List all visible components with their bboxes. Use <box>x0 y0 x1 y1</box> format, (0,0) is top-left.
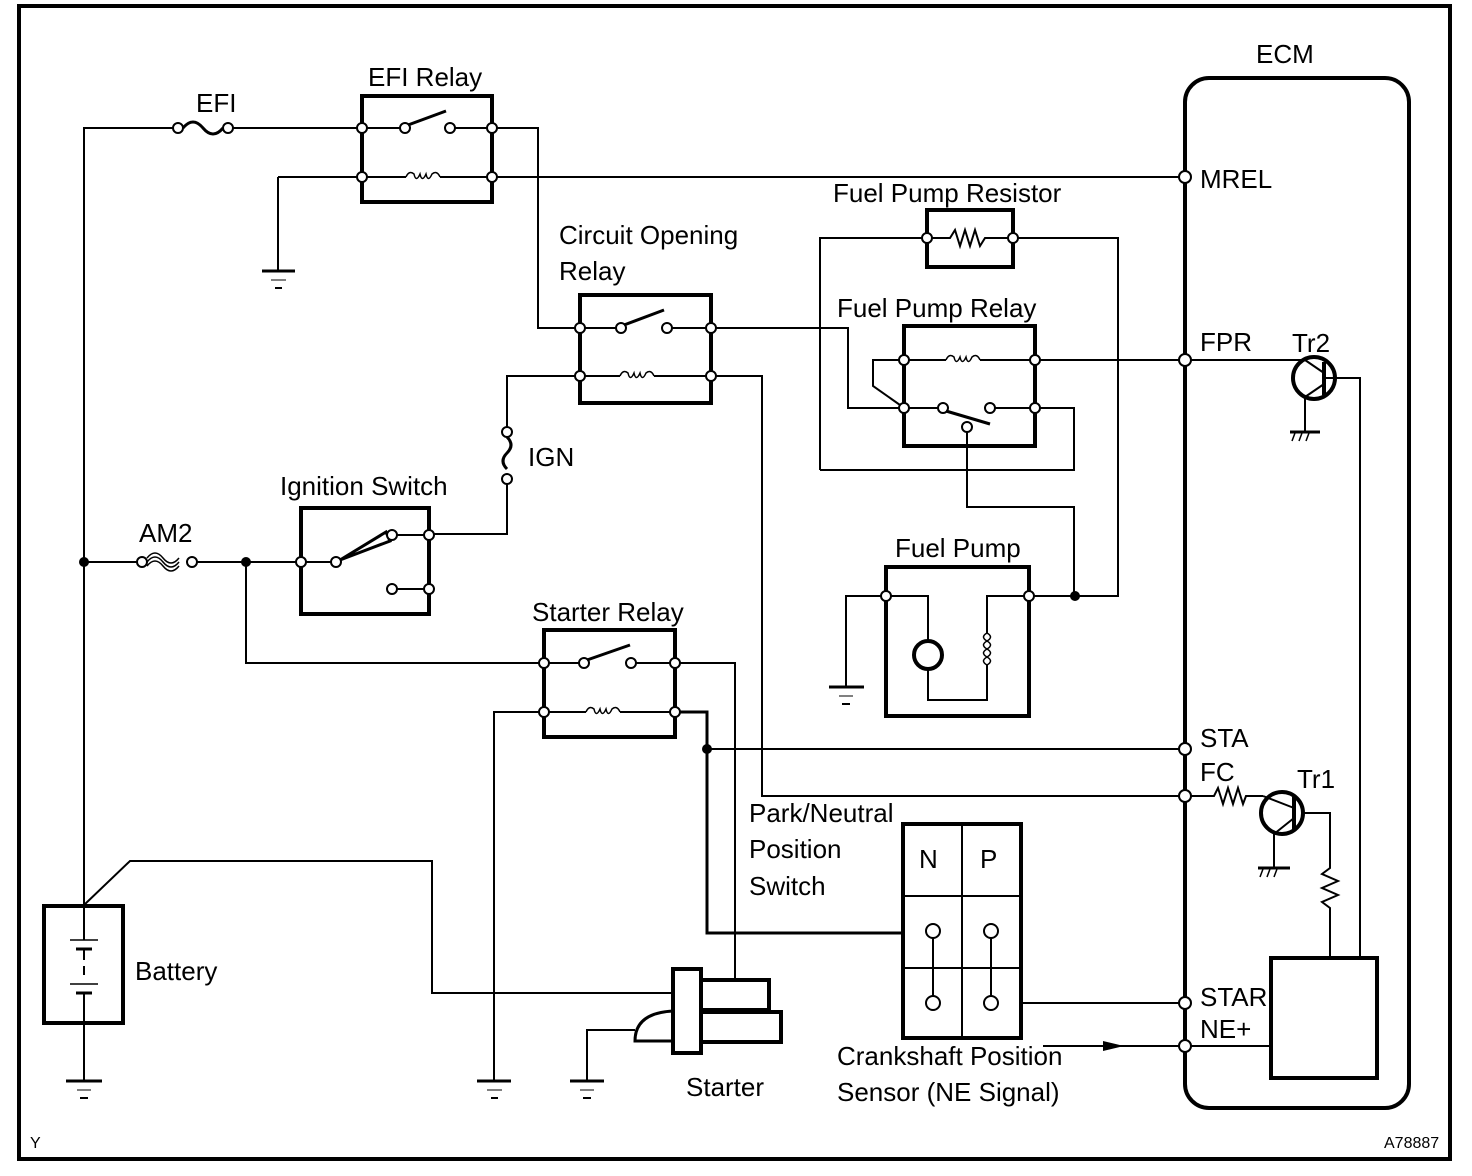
efi-relay-label: EFI Relay <box>368 62 482 92</box>
crank-sensor-label-2: Sensor (NE Signal) <box>837 1077 1060 1107</box>
battery <box>42 860 673 1099</box>
pn-switch-p-label: P <box>980 844 997 874</box>
circuit-opening-relay <box>574 293 717 405</box>
ignition-switch-label: Ignition Switch <box>280 471 448 501</box>
arrow-icon <box>1103 1041 1124 1051</box>
pn-switch-label-1: Park/Neutral <box>749 798 894 828</box>
crank-sensor-label-1: Crankshaft Position <box>837 1041 1062 1071</box>
pn-switch-label-3: Switch <box>749 871 826 901</box>
ground-icon <box>477 711 539 1099</box>
corner-code-right: A78887 <box>1384 1135 1439 1152</box>
wire <box>245 562 539 664</box>
battery-label: Battery <box>135 956 217 986</box>
fuel-pump-relay <box>820 324 1075 596</box>
pn-switch-label-2: Position <box>749 834 842 864</box>
ignition-switch <box>295 506 435 616</box>
am2-fuse <box>136 552 198 572</box>
transistor-tr1-label: Tr1 <box>1297 764 1335 794</box>
crankshaft-sensor-signal <box>1043 1041 1180 1051</box>
ign-fuse-label: IGN <box>528 442 574 472</box>
transistor-tr2-label: Tr2 <box>1292 328 1330 358</box>
ground-icon <box>829 595 881 705</box>
wire <box>506 375 575 430</box>
circuit-opening-relay-label-1: Circuit Opening <box>559 220 738 250</box>
ign-fuse <box>433 426 513 535</box>
circuit-opening-relay-label-2: Relay <box>559 256 625 286</box>
terminal-sta: STA <box>1200 723 1249 753</box>
terminal-ne-plus: NE+ <box>1200 1014 1251 1044</box>
starter <box>570 967 783 1099</box>
fuel-pump-resistor <box>819 208 1119 597</box>
wire <box>680 710 903 935</box>
wire <box>497 127 580 329</box>
efi-relay <box>278 94 498 204</box>
starter-relay <box>538 628 681 739</box>
starter-label: Starter <box>686 1072 764 1102</box>
fuel-pump <box>880 565 1080 718</box>
starter-relay-label: Starter Relay <box>532 597 684 627</box>
am2-fuse-label: AM2 <box>139 518 192 548</box>
corner-code-left: Y <box>30 1135 41 1152</box>
ecm-label: ECM <box>1256 39 1314 69</box>
terminal-mrel: MREL <box>1200 164 1272 194</box>
fuel-pump-relay-label: Fuel Pump Relay <box>837 293 1036 323</box>
fuel-pump-resistor-label: Fuel Pump Resistor <box>833 178 1062 208</box>
terminal-star: STAR <box>1200 982 1267 1012</box>
terminal-fpr: FPR <box>1200 327 1252 357</box>
wire <box>680 662 736 981</box>
ecm <box>1178 76 1411 1110</box>
fuel-pump-label: Fuel Pump <box>895 533 1021 563</box>
wire-fc <box>716 375 1180 797</box>
terminal-fc: FC <box>1200 757 1235 787</box>
diagram-frame <box>17 4 1452 1161</box>
ground-icon <box>262 177 295 289</box>
park-neutral-switch <box>901 822 1180 1040</box>
efi-fuse <box>83 120 362 562</box>
pn-switch-n-label: N <box>919 844 938 874</box>
wire <box>716 327 903 409</box>
efi-fuse-label: EFI <box>196 88 236 118</box>
